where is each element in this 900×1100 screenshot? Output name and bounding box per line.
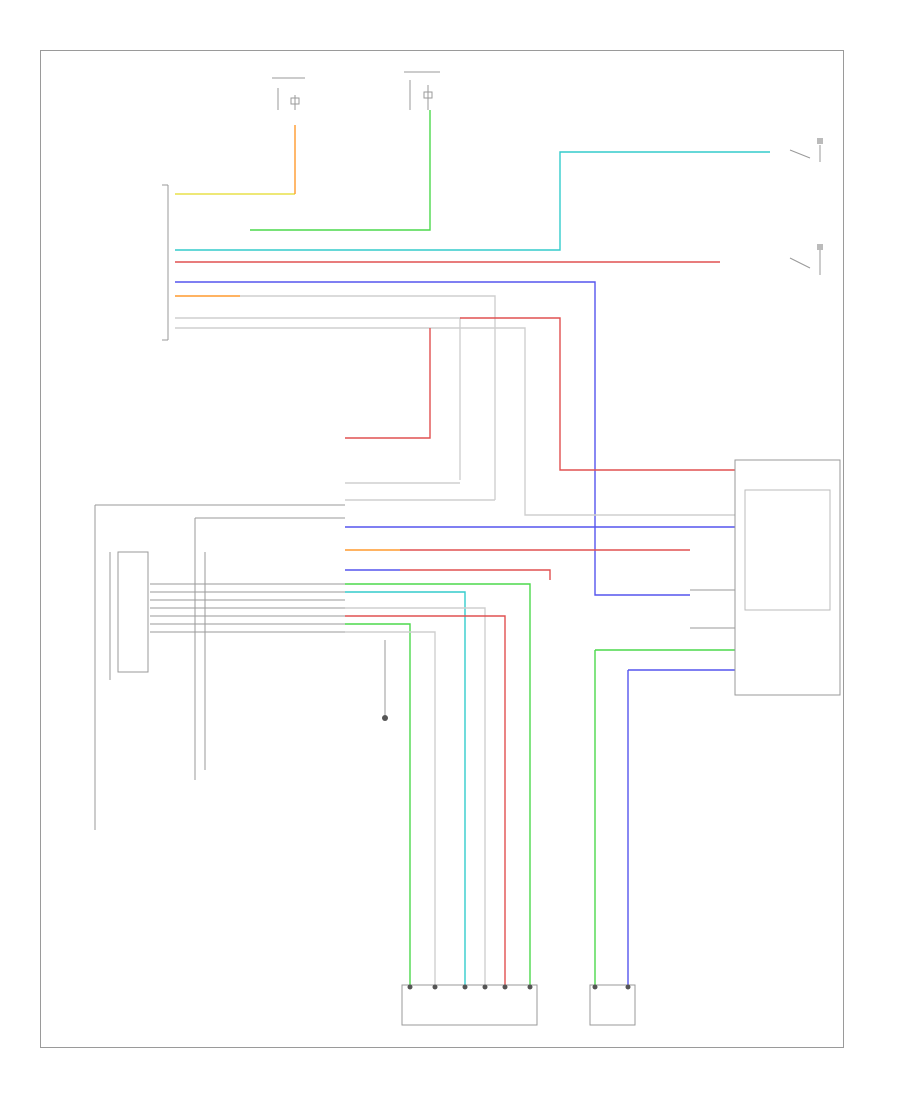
wire-red-mid (345, 328, 431, 439)
wire-red-upper (460, 317, 735, 471)
wire-cyan (175, 151, 770, 251)
wire-gray-7 (345, 631, 436, 985)
wire-red-short (400, 569, 551, 580)
wire-green-top (250, 110, 431, 231)
fuse-block-left (272, 77, 305, 110)
right-module-box (690, 459, 841, 696)
ground-icon (382, 640, 388, 721)
fuse-block-right (404, 71, 440, 110)
bottom-connector-left (401, 984, 538, 1026)
bus-lines (150, 583, 345, 633)
diagram-frame (40, 50, 844, 1048)
wire-red-2 (345, 615, 506, 985)
wire-cyan-2 (345, 591, 466, 985)
wire-gray-3 (175, 327, 735, 516)
wire-green-1 (345, 583, 531, 985)
wire-green-2 (345, 623, 411, 985)
bottom-connector-right (589, 984, 636, 1026)
door-switch-top-icon (789, 138, 823, 162)
wire-gray-6 (345, 607, 486, 985)
wire-gray-1 (240, 295, 496, 500)
lower-module-box (94, 504, 345, 830)
wire-blue-long (175, 281, 690, 596)
bcm-connector-bracket (162, 184, 169, 341)
wire-gray-2 (175, 317, 461, 480)
door-switch-bottom-icon (789, 244, 823, 275)
